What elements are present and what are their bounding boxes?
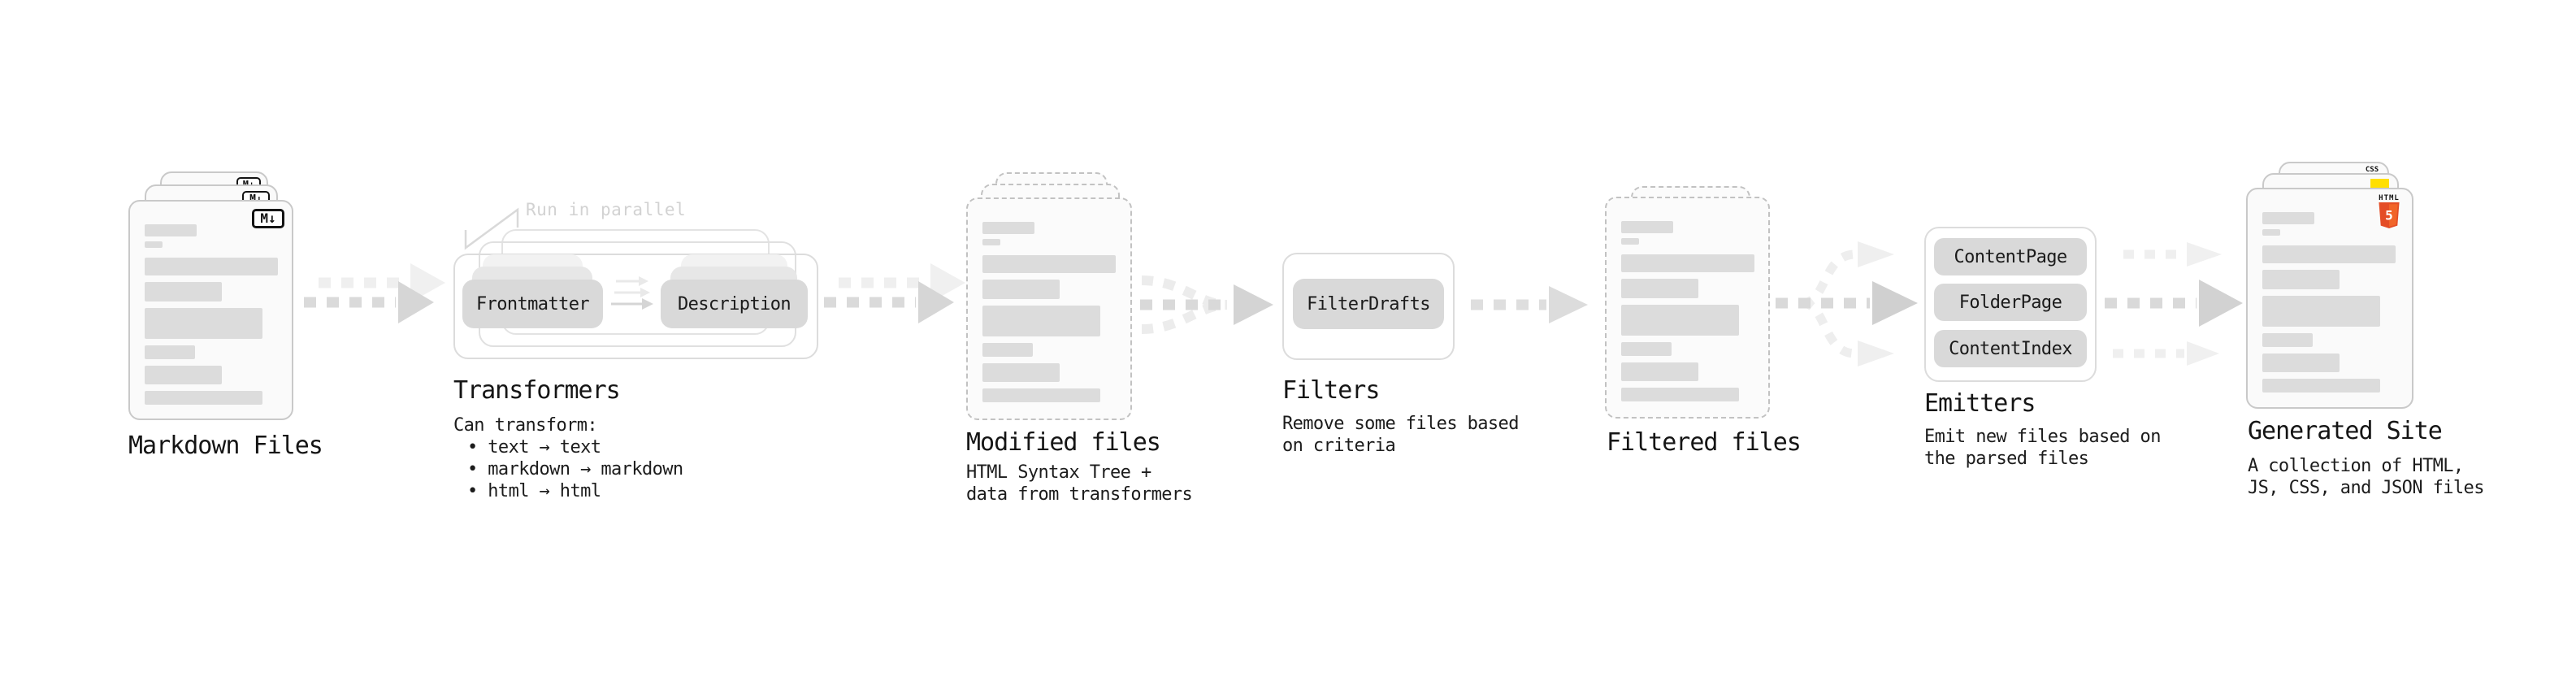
text-placeholder-bar [2262,296,2380,327]
file-content-placeholder [982,222,1116,402]
html5-icon-number: 5 [2385,208,2393,223]
text-placeholder-bar [145,391,262,405]
text-placeholder-bar [145,366,222,384]
text-placeholder-bar [2262,245,2396,263]
filtered-file-card-front [1605,197,1770,419]
text-placeholder-bar [982,280,1060,299]
caption-line: on criteria [1282,436,1396,456]
text-placeholder-bar [145,224,197,236]
generated-site-stack: CSS HTML 5 [2246,162,2413,409]
run-in-parallel-note: Run in parallel [526,200,687,219]
text-placeholder-bar [982,363,1060,382]
html5-shield: 5 [2379,202,2400,228]
text-placeholder-bar [145,241,163,248]
text-placeholder-bar [145,258,278,275]
filters-caption: Remove some files based on criteria [1282,413,1519,457]
markdown-files-label: Markdown Files [128,432,323,460]
caption-line: Remove some files based [1282,414,1519,434]
text-placeholder-bar [145,282,222,301]
flow-arrow-filters-to-filtered [1471,286,1588,323]
flow-arrow-modified-to-filters [1140,275,1273,334]
js-icon [2370,179,2389,189]
transformers-title: Transformers [453,376,621,405]
caption-line: the parsed files [1924,449,2089,469]
transformers-caption: Can transform: • text → text • markdown … [453,414,683,502]
text-placeholder-bar [1621,305,1739,336]
html5-icon: HTML 5 [2376,195,2402,232]
emitters-title: Emitters [1924,389,2036,418]
filtered-files-label: Filtered files [1607,428,1802,457]
text-placeholder-bar [982,306,1100,336]
generated-site-label: Generated Site [2248,417,2443,445]
modified-files-caption: HTML Syntax Tree + data from transformer… [966,462,1193,505]
text-placeholder-bar [145,345,195,359]
text-placeholder-bar [145,308,262,339]
transformer-pill-frontmatter: Frontmatter [462,280,603,328]
css-icon-text: CSS [2365,166,2379,174]
emitter-pill-folderpage: FolderPage [1934,284,2087,321]
flow-arrow-emitters-to-generated [2105,242,2243,366]
text-placeholder-bar [1621,254,1754,272]
markdown-icon: M↓ [252,209,284,228]
html5-icon-text: HTML [2379,194,2400,202]
caption-line: • html → html [467,481,601,501]
modified-file-card-front [966,197,1132,420]
text-placeholder-bar [982,255,1116,273]
file-content-placeholder [1621,221,1754,401]
text-placeholder-bar [2262,270,2340,289]
text-placeholder-bar [982,388,1100,402]
text-placeholder-bar [1621,238,1639,245]
parallel-note-leader-line [464,207,519,250]
generated-file-card-html: HTML 5 [2246,188,2413,409]
text-placeholder-bar [2262,379,2380,393]
flow-arrow-transformers-to-modified [824,263,965,323]
text-placeholder-bar [2262,229,2280,236]
caption-line: • text → text [467,437,601,458]
text-placeholder-bar [982,222,1034,234]
caption-line: data from transformers [966,484,1193,505]
flow-arrow-markdown-to-transformers [304,263,445,323]
text-placeholder-bar [2262,354,2340,372]
generated-site-caption: A collection of HTML, JS, CSS, and JSON … [2248,455,2484,499]
file-content-placeholder [145,224,278,405]
filtered-files-stack [1605,186,1770,419]
text-placeholder-bar [1621,342,1672,356]
caption-line: Emit new files based on [1924,427,2161,447]
markdown-file-card-front: M↓ [128,200,293,420]
modified-files-label: Modified files [966,428,1161,457]
filters-box [1282,253,1455,360]
text-placeholder-bar [1621,279,1698,298]
caption-line: • markdown → markdown [467,459,683,479]
filter-pill-filterdrafts: FilterDrafts [1293,279,1444,329]
parallel-arrows-icon [611,276,653,310]
text-placeholder-bar [2262,212,2314,224]
markdown-files-stack: M↓ M↓ M↓ [128,171,293,420]
text-placeholder-bar [1621,221,1673,233]
text-placeholder-bar [982,239,1000,245]
emitter-pill-contentpage: ContentPage [1934,238,2087,275]
modified-files-stack [966,172,1132,420]
emitters-caption: Emit new files based on the parsed files [1924,426,2161,470]
text-placeholder-bar [2262,333,2313,347]
caption-line: Can transform: [453,415,598,436]
filters-title: Filters [1282,376,1380,405]
transformer-pill-description: Description [661,280,808,328]
flow-arrow-filtered-to-emitters [1776,241,1918,367]
emitter-pill-contentindex: ContentIndex [1934,330,2087,367]
text-placeholder-bar [982,343,1033,357]
caption-line: A collection of HTML, [2248,456,2464,476]
caption-line: JS, CSS, and JSON files [2248,478,2484,498]
caption-line: HTML Syntax Tree + [966,462,1151,483]
transformers-box-front [453,254,818,359]
text-placeholder-bar [1621,388,1739,401]
text-placeholder-bar [1621,362,1698,381]
emitters-box [1924,227,2097,382]
file-content-placeholder [2262,212,2396,393]
